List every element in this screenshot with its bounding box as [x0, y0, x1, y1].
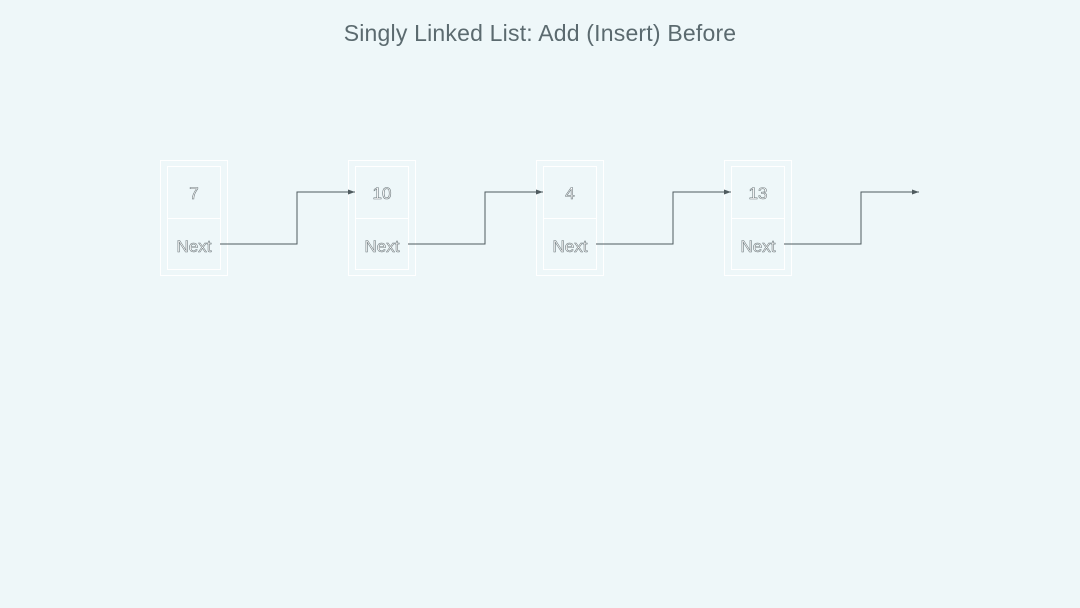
list-node-3-box: 4 Next	[543, 166, 597, 270]
next-pointer-arrow-2	[408, 189, 543, 245]
diagram-title: Singly Linked List: Add (Insert) Before	[343, 20, 737, 46]
list-node-2-next: Next	[364, 237, 400, 257]
list-node-2-value: 10	[356, 167, 408, 219]
next-pointer-arrow-3	[596, 189, 731, 245]
list-node-2-box: 10 Next	[355, 166, 409, 270]
list-node-1-value: 7	[168, 167, 220, 219]
list-node-3-next: Next	[552, 237, 588, 257]
list-node-4-value: 13	[732, 167, 784, 219]
next-pointer-arrow-1	[220, 189, 355, 245]
list-node-4: 13 Next	[724, 160, 792, 276]
list-node-1-box: 7 Next	[167, 166, 221, 270]
list-node-1: 7 Next	[160, 160, 228, 276]
list-node-3: 4 Next	[536, 160, 604, 276]
list-node-3-value: 4	[544, 167, 596, 219]
list-node-2: 10 Next	[348, 160, 416, 276]
list-node-4-box: 13 Next	[731, 166, 785, 270]
list-node-4-next: Next	[740, 237, 776, 257]
list-node-1-next: Next	[176, 237, 212, 257]
next-pointer-arrow-4	[784, 189, 919, 245]
